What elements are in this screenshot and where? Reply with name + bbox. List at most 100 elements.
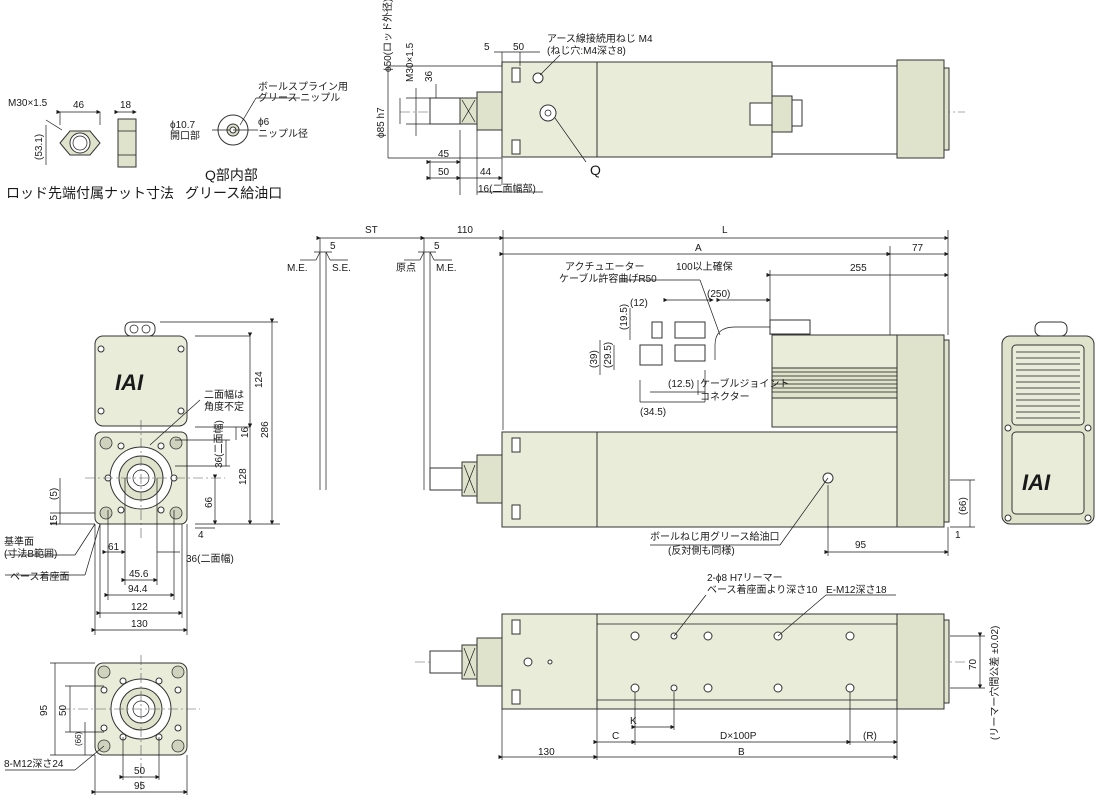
flange-dim-66v: (66) [74,731,83,746]
dim-130-bottom: 130 [538,747,555,758]
dim-5b: 5 [434,241,440,252]
dim-286: 286 [260,421,271,438]
flat-note-1: 二面幅は [204,388,244,401]
side-view: ST 110 L 5 5 M.E. S.E. 原点 M.E. A 77 255 … [287,225,975,557]
dim-39: (39) [589,350,600,368]
base-seat-label: ベース着座面 [10,570,70,583]
q-callout: Q [590,162,601,178]
dim-15-front: 15 [49,514,60,526]
top-dim-36: 36 [424,70,435,82]
me-label-1: M.E. [287,263,308,274]
top-dim-44: 44 [480,167,492,178]
q-opening-dia: ϕ10.7 [170,120,196,131]
q-nipple-label-2: グリース ニップル [258,91,340,104]
nut-detail: M30×1.5 46 18 (53.1) ロッド先端付属ナット寸法 [6,98,174,201]
dim-36-flat: 36(二面幅) [212,420,225,468]
top-dim-45: 45 [438,149,450,160]
rear-grille [1016,351,1080,419]
dim-l: L [722,225,728,236]
joint-label-2: コネクター [700,391,750,403]
nut-caption: ロッド先端付属ナット寸法 [6,185,174,201]
flange-view: 95 50 (66) 8-M12深さ24 50 95 [4,655,200,795]
dim-19-5: (19.5) [619,304,630,330]
front-logo: IAI [115,370,144,395]
dim-255: 255 [850,263,867,274]
dim-95-side: 95 [855,540,867,551]
dim-130-front: 130 [131,619,148,630]
origin-label: 原点 [396,262,416,274]
flat-note-2: 角度不定 [204,400,244,413]
earth-label-1: アース線接続用ねじ M4 [547,32,653,45]
nut-thread-label: M30×1.5 [8,98,48,109]
nut-across-corners-label: (53.1) [34,134,45,160]
q-caption-1: Q部内部 [205,167,258,183]
flange-dim-95h: 95 [134,781,146,792]
dim-5-front: (5) [49,488,60,500]
rod-od-label: ϕ50(ロッド外径) [381,0,394,72]
clearance-label: 100以上確保 [676,260,733,273]
top-dim-16: 16(二面幅部) [478,182,536,195]
reamer-label-2: ベース着座面より深さ10 [707,583,818,596]
top-view: ϕ50(ロッド外径) M30×1.5 36 ϕ85 h7 5 50 アース線接続… [376,0,965,195]
dim-4-front: 4 [198,530,204,541]
dim-r: (R) [863,731,877,742]
tap-label: E-M12深さ18 [826,584,887,596]
dim-1-side: 1 [955,530,961,541]
grease-label-1: ボールねじ用グリース給油口 [650,530,780,543]
grease-label-2: (反対側も同様) [668,544,735,557]
dim-36-bottom: 36(二面幅) [186,552,234,565]
dim-c: C [612,731,619,742]
q-detail: ボールスプライン用 グリース ニップル ϕ10.7 開口部 ϕ6 ニップル径 Q… [170,81,348,201]
top-thread-label: M30×1.5 [405,42,416,82]
me-label-2: M.E. [436,263,457,274]
flange-dim-95v: 95 [39,704,50,716]
nut-thickness-label: 18 [120,100,132,111]
flange-dia-label: ϕ85 h7 [376,107,387,138]
dim-77: 77 [912,243,924,254]
q-nipple-label-1: ボールスプライン用 [258,81,348,93]
ref-surface-2: (寸法B範囲) [4,547,57,560]
dim-124: 124 [254,371,265,388]
dim-16-front: 16 [240,426,251,438]
ref-surface-1: 基準面 [4,535,34,548]
flange-dim-50h: 50 [134,766,146,777]
dim-122: 122 [131,602,148,613]
q-nipple-dia: ϕ6 [258,117,270,128]
q-nipple-dia-label: ニップル径 [258,127,308,140]
dim-66-side: (66) [958,497,969,515]
dim-12: (12) [630,298,648,309]
rear-view: IAI [1001,321,1095,525]
dim-12-5: (12.5) [668,379,694,390]
dim-110: 110 [457,225,473,236]
dim-250: (250) [707,289,730,300]
flange-tapped-label: 8-M12深さ24 [4,758,64,770]
earth-label-2: (ねじ穴:M4深さ8) [547,44,626,57]
dim-5a: 5 [330,241,336,252]
top-dim-5: 5 [484,42,490,53]
tolerance-label: (リーマー穴間公差 ±0.02) [988,626,1001,740]
dim-st: ST [365,225,378,236]
cable-label-1: アクチュエーター [565,261,645,273]
bottom-view: 2-ϕ8 H7リーマー ベース着座面より深さ10 E-M12深さ18 70 (リ… [415,573,1001,760]
motor-fins [772,371,897,393]
top-dim-50: 50 [513,42,525,53]
dim-94-4: 94.4 [128,584,148,595]
reamer-label-1: 2-ϕ8 H7リーマー [707,573,783,584]
q-caption-2: グリース給油口 [185,185,282,201]
se-label: S.E. [332,263,351,274]
front-view: IAI [4,318,280,635]
rear-logo: IAI [1022,470,1051,495]
flange-dim-50v: 50 [58,704,69,716]
dim-45-6: 45.6 [129,569,149,580]
top-dim-50b: 50 [438,167,450,178]
dim-61: 61 [108,542,120,553]
dim-b: B [738,747,745,758]
q-opening-label: 開口部 [170,129,200,142]
dim-34-5: (34.5) [640,407,666,418]
dim-dx100p: D×100P [720,731,757,742]
nut-width-label: 46 [73,100,85,111]
dim-29-5: (29.5) [603,342,614,368]
cable-label-2: ケーブル許容曲げR50 [559,272,657,285]
dim-k: K [630,716,637,727]
